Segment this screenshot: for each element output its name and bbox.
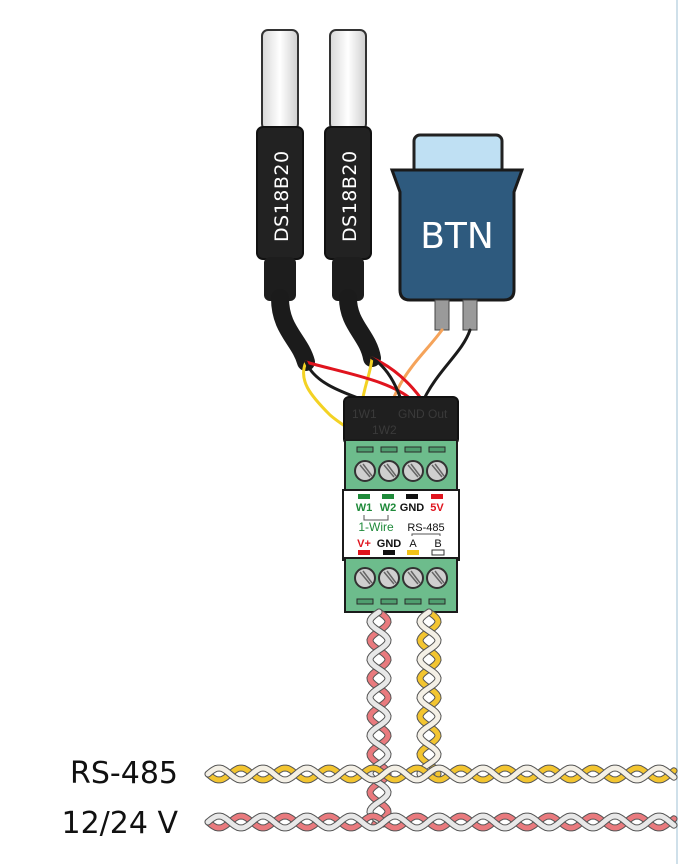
pin-label-w1: W1 [356, 502, 373, 514]
sensor-2-probe [329, 29, 367, 131]
sensor-2-neck [332, 257, 364, 301]
terminal-top-faint-3: GND [398, 407, 425, 421]
button-pin-right [462, 299, 478, 331]
group-label-onewire: 1-Wire [358, 520, 394, 534]
button-label: BTN [420, 216, 494, 257]
pin-label-b: B [434, 538, 441, 550]
button-module: BTN [389, 133, 525, 331]
pin-markers-bottom [358, 549, 445, 556]
terminal-top-faint-4: Out [428, 407, 448, 421]
terminal-top-faint-2: 1W2 [372, 423, 397, 437]
rs485-drop-wire [417, 609, 441, 779]
pin-label-gnd-bottom: GND [377, 538, 402, 550]
pin-label-gnd-top: GND [400, 502, 425, 514]
sensor-1-probe [261, 29, 299, 131]
sensor-1-label: DS18B20 [271, 150, 293, 242]
twisted-pair-cables [204, 608, 678, 832]
sensor-1-cable [271, 289, 315, 371]
onewire-bracket [363, 515, 389, 521]
rs485-bus-wire [205, 765, 677, 783]
bus-label-rs485: RS-485 [70, 756, 178, 791]
sensor-2-label: DS18B20 [339, 150, 361, 242]
bus-label-power: 12/24 V [61, 806, 178, 841]
top-terminal-slots [356, 446, 446, 453]
pin-label-a: A [409, 538, 417, 550]
rs485-bracket [411, 533, 441, 536]
button-pin-left [434, 299, 450, 331]
bottom-screws [354, 567, 448, 589]
right-edge-line [676, 0, 678, 864]
power-bus-wire [205, 813, 677, 831]
power-bus-wire [205, 813, 677, 831]
sensor-1-neck [264, 257, 296, 301]
rs485-drop-wire [417, 609, 441, 779]
button-body [389, 168, 525, 302]
pin-label-vplus: V+ [357, 538, 371, 550]
terminal-top-faint-1: 1W1 [352, 407, 377, 421]
pin-label-w2: W2 [380, 502, 397, 514]
pin-markers-top [358, 494, 443, 499]
sensor-1: DS18B20 [256, 29, 315, 371]
bottom-terminal-slots [356, 598, 446, 605]
sensor-2: DS18B20 [324, 29, 381, 367]
power-drop-wire [367, 609, 391, 827]
power-drop-wire [367, 609, 391, 827]
top-screws [354, 460, 448, 482]
group-label-rs485: RS-485 [407, 522, 444, 534]
sensor-2-cable [339, 289, 381, 367]
terminal-module: 1W1 1W2 GND Out [342, 396, 460, 613]
label-panel [342, 489, 460, 561]
pin-label-5v: 5V [430, 502, 444, 514]
rs485-bus-wire [205, 765, 677, 783]
